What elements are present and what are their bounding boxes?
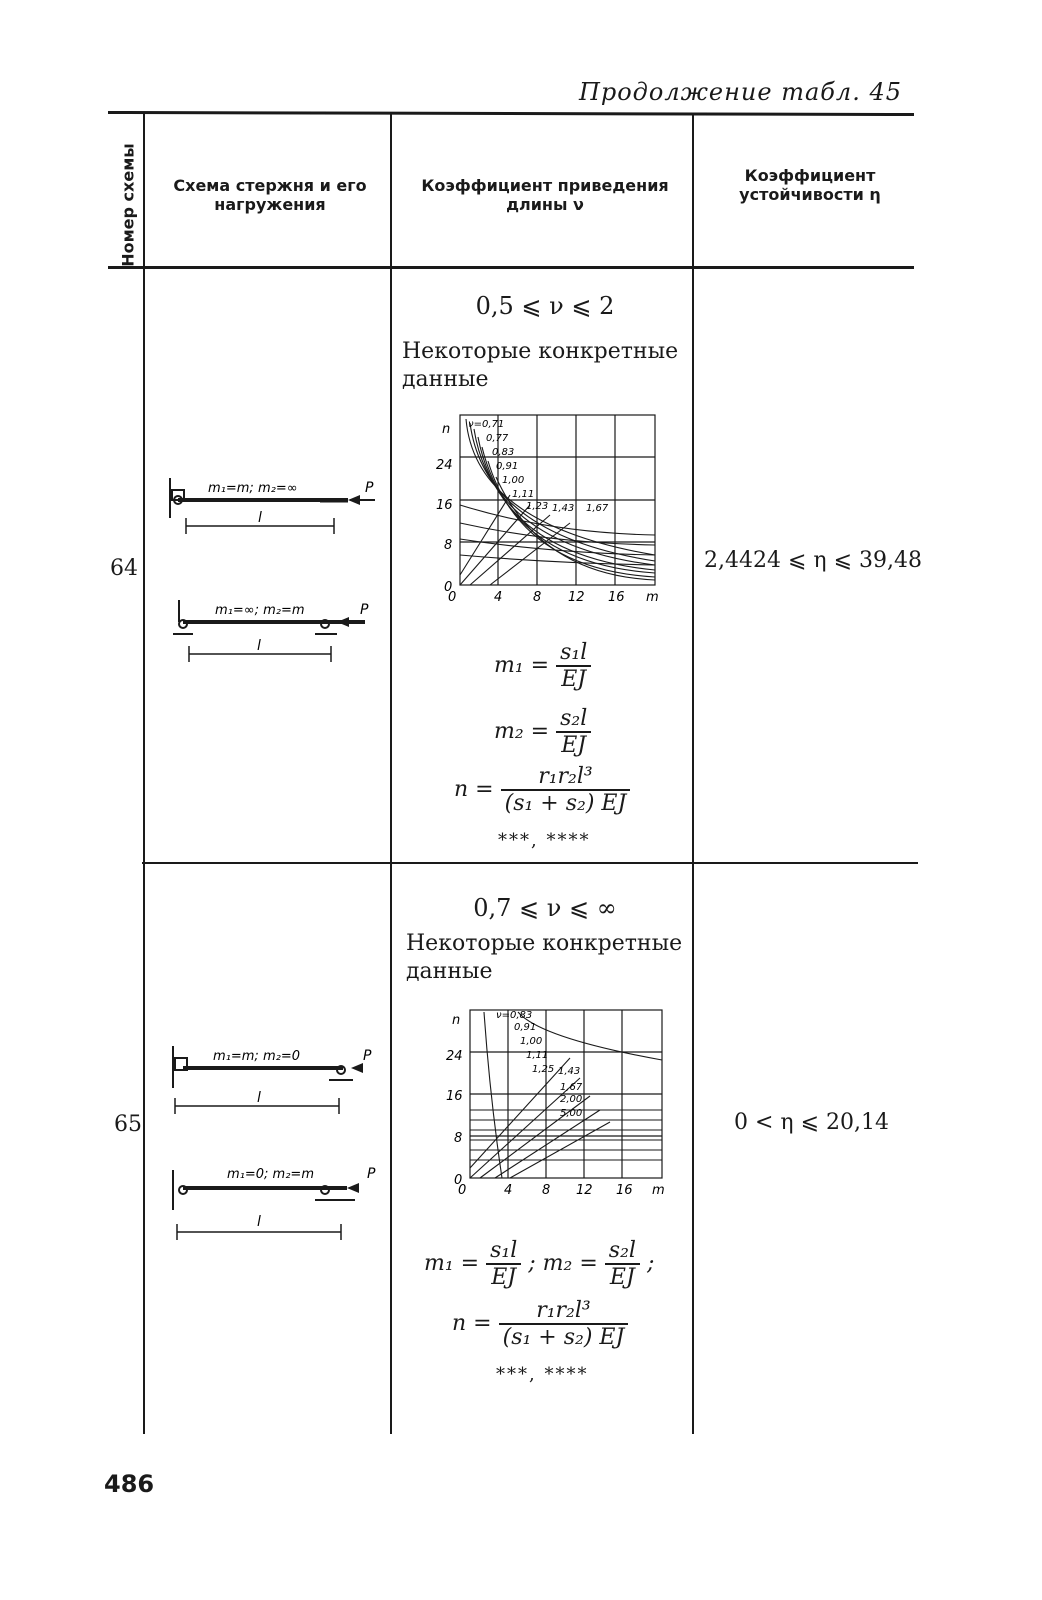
table-top-rule [107, 110, 915, 117]
curve-label: 0,91 [496, 461, 518, 472]
x-tick: 0 [458, 1183, 466, 1198]
curve-label: 1,00 [502, 475, 524, 486]
graph-64: n m 24 16 8 0 0 4 8 12 16 ν=0,71 0,77 0,… [436, 414, 659, 605]
row-number: 64 [110, 556, 138, 581]
x-tick: 0 [448, 590, 456, 605]
y-tick: 0 [454, 1173, 462, 1188]
footnote-marks: ***, **** [498, 830, 591, 851]
nu-range: 0,7 ⩽ ν ⩽ ∞ [473, 894, 617, 922]
x-tick: 16 [608, 590, 625, 605]
y-tick: 0 [444, 580, 452, 595]
y-axis-label: n [442, 422, 450, 437]
row-divider [142, 862, 918, 864]
y-tick: 16 [436, 498, 453, 513]
header-bottom-rule [108, 266, 914, 269]
length-label: l [257, 1214, 261, 1230]
curve-label: 1,23 [526, 501, 548, 512]
x-axis-label: m [652, 1183, 665, 1198]
x-tick: 16 [616, 1183, 633, 1198]
scheme-diagram-64-2: m₁=∞; m₂=m P l [173, 600, 369, 662]
y-tick: 24 [446, 1049, 463, 1064]
y-tick: 8 [454, 1131, 462, 1146]
eta-range: 0 < η ⩽ 20,14 [734, 1110, 889, 1135]
x-tick: 8 [533, 590, 541, 605]
force-label: P [363, 1048, 372, 1064]
length-label: l [258, 510, 262, 526]
curve-label: 1,11 [512, 489, 534, 500]
x-tick: 4 [504, 1183, 512, 1198]
col-divider-1 [143, 114, 145, 1434]
force-label: P [367, 1166, 376, 1182]
length-label: l [257, 638, 261, 654]
y-tick: 8 [444, 538, 452, 553]
diagram-label: m₁=m; m₂=0 [213, 1049, 300, 1064]
continuation-title: Продолжение табл. 45 [578, 78, 902, 106]
curve-label: 0,91 [514, 1022, 536, 1033]
header-stability-coef: Коэффициент устойчивости η [739, 166, 881, 204]
curve-label: 2,00 [560, 1094, 582, 1105]
diagram-label: m₁=m; m₂=∞ [208, 481, 298, 496]
header-length-coef: Коэффициент приведения длины ν [421, 176, 669, 214]
page-number: 486 [104, 1470, 155, 1498]
note-text: Некоторые конкретные данные [402, 339, 679, 392]
force-label: P [365, 480, 374, 496]
scheme-diagram-65-1: m₁=m; m₂=0 P l [172, 1046, 372, 1114]
curve-label: 1,00 [520, 1036, 542, 1047]
nu-range: 0,5 ⩽ ν ⩽ 2 [475, 292, 615, 320]
curve-label: ν=0,71 [468, 419, 504, 430]
curve-label: 1,43 [552, 503, 574, 514]
diagram-label: m₁=∞; m₂=m [215, 603, 305, 618]
eta-range: 2,4424 ⩽ η ⩽ 39,48 [704, 548, 922, 573]
note-text: Некоторые конкретные данные [406, 931, 683, 984]
formula-n: n = r₁r₂l³(s₁ + s₂) EJ [454, 764, 631, 816]
y-axis-label: n [452, 1013, 460, 1028]
formula-n: n = r₁r₂l³(s₁ + s₂) EJ [452, 1298, 629, 1350]
curve-label: 1,11 [526, 1050, 548, 1061]
curve-label: 0,83 [492, 447, 514, 458]
footnote-marks: ***, **** [496, 1364, 589, 1385]
force-label: P [360, 602, 369, 618]
curve-label: 1,67 [560, 1082, 583, 1093]
col-divider-3 [692, 114, 694, 1434]
x-tick: 12 [568, 590, 585, 605]
x-axis-label: m [646, 590, 659, 605]
scheme-diagram-65-2: m₁=0; m₂=m P l [172, 1166, 376, 1240]
length-label: l [257, 1090, 261, 1106]
row-number: 65 [114, 1112, 142, 1137]
x-tick: 4 [494, 590, 502, 605]
y-tick: 16 [446, 1089, 463, 1104]
y-tick: 24 [436, 458, 453, 473]
scheme-diagram-64-1: m₁=m; m₂=∞ P l [169, 478, 375, 534]
curve-label: 0,77 [486, 433, 509, 444]
diagram-label: m₁=0; m₂=m [227, 1167, 314, 1182]
graph-65: n m 24 16 8 0 0 4 8 12 16 ν=0,83 0,91 1,… [446, 1009, 665, 1198]
x-tick: 12 [576, 1183, 593, 1198]
curve-label: 1,67 [586, 503, 609, 514]
header-scheme-number: Номер схемы [118, 143, 138, 267]
x-tick: 8 [542, 1183, 550, 1198]
header-scheme: Схема стержня и его нагружения [173, 176, 367, 214]
curve-label: 1,25 [532, 1064, 554, 1075]
curve-label: ν=0,83 [496, 1010, 532, 1021]
curve-label: 5,00 [560, 1108, 582, 1119]
col-divider-2 [390, 114, 392, 1434]
curve-label: 1,43 [558, 1066, 580, 1077]
